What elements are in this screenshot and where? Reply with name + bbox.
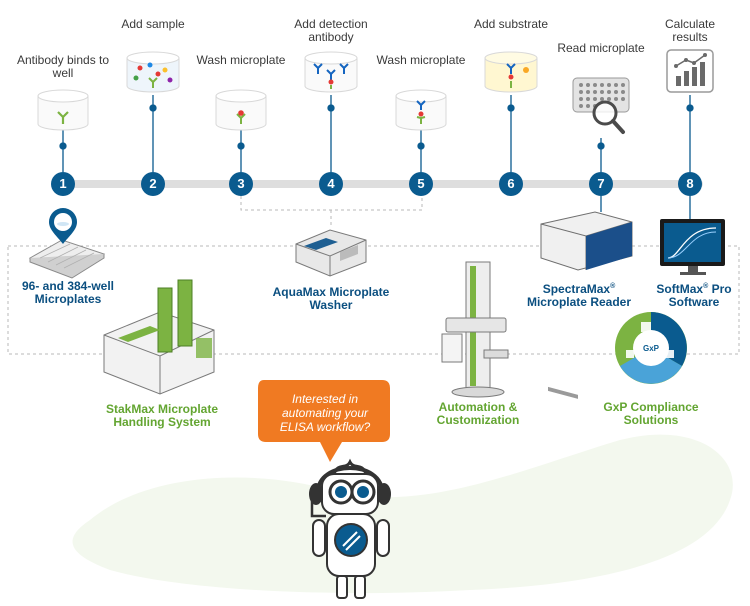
robot-mascot (309, 458, 391, 599)
step-6-number: 6 (499, 172, 523, 196)
automation-label[interactable]: Automation & Customization (436, 400, 520, 427)
cta-text[interactable]: Interested in automating your ELISA work… (279, 392, 371, 434)
softmax-label[interactable]: SoftMax® Pro Software (650, 280, 738, 309)
microplates-label[interactable]: 96- and 384-well Microplates (21, 279, 115, 306)
step-7-number: 7 (589, 172, 613, 196)
background-blob (72, 434, 733, 594)
step-4-label: Add detection antibody (294, 17, 368, 44)
softmax-registered: ® (703, 283, 709, 290)
well-step-5 (395, 89, 447, 131)
step-2-label: Add sample (121, 17, 185, 31)
aquamax-washer-image (295, 229, 367, 277)
calculate-results-icon (666, 49, 714, 93)
step-2-number: 2 (141, 172, 165, 196)
spectramax-reader-image (540, 211, 633, 399)
well-step-1 (37, 89, 89, 131)
well-step-4 (304, 51, 358, 93)
well-step-6 (484, 51, 538, 93)
step-8-label: Calculate results (664, 17, 716, 44)
step-connectors (59, 95, 694, 220)
spectramax-registered: ® (610, 283, 616, 290)
spectramax-label[interactable]: SpectraMax® Microplate Reader (524, 280, 634, 309)
microplate-product-image (28, 208, 106, 279)
read-microplate-icon (572, 77, 630, 134)
well-step-3 (215, 89, 267, 131)
step-4-number: 4 (319, 172, 343, 196)
step-5-label: Wash microplate (376, 53, 466, 67)
step-3-label: Wash microplate (196, 53, 286, 67)
spectramax-brand: SpectraMax (542, 282, 611, 296)
step-1-number: 1 (51, 172, 75, 196)
step-7-label: Read microplate (557, 41, 645, 55)
automation-arm-image (441, 261, 509, 398)
softmax-brand: SoftMax (656, 282, 704, 296)
stakmax-label[interactable]: StakMax Microplate Handling System (105, 402, 219, 429)
step-5-number: 5 (409, 172, 433, 196)
aquamax-label[interactable]: AquaMax Microplate Washer (272, 285, 390, 312)
cta-speech-bubble[interactable] (258, 380, 390, 462)
step-3-number: 3 (229, 172, 253, 196)
spectramax-suffix: Microplate Reader (526, 295, 632, 309)
softmax-monitor-image (660, 219, 725, 275)
step-8-number: 8 (678, 172, 702, 196)
stakmax-handler-image (103, 279, 215, 395)
gxp-badge-text: GxP (643, 344, 660, 353)
wash-connector-dashed (240, 196, 423, 228)
step-1-label: Antibody binds to well (16, 53, 110, 80)
gxp-compliance-image: GxP (615, 312, 687, 384)
well-step-2 (126, 51, 180, 93)
softmax-suffix: Pro Software (668, 282, 732, 309)
timeline-bar (63, 180, 703, 188)
step-6-label: Add substrate (473, 17, 549, 31)
gxp-label[interactable]: GxP Compliance Solutions (603, 400, 699, 427)
